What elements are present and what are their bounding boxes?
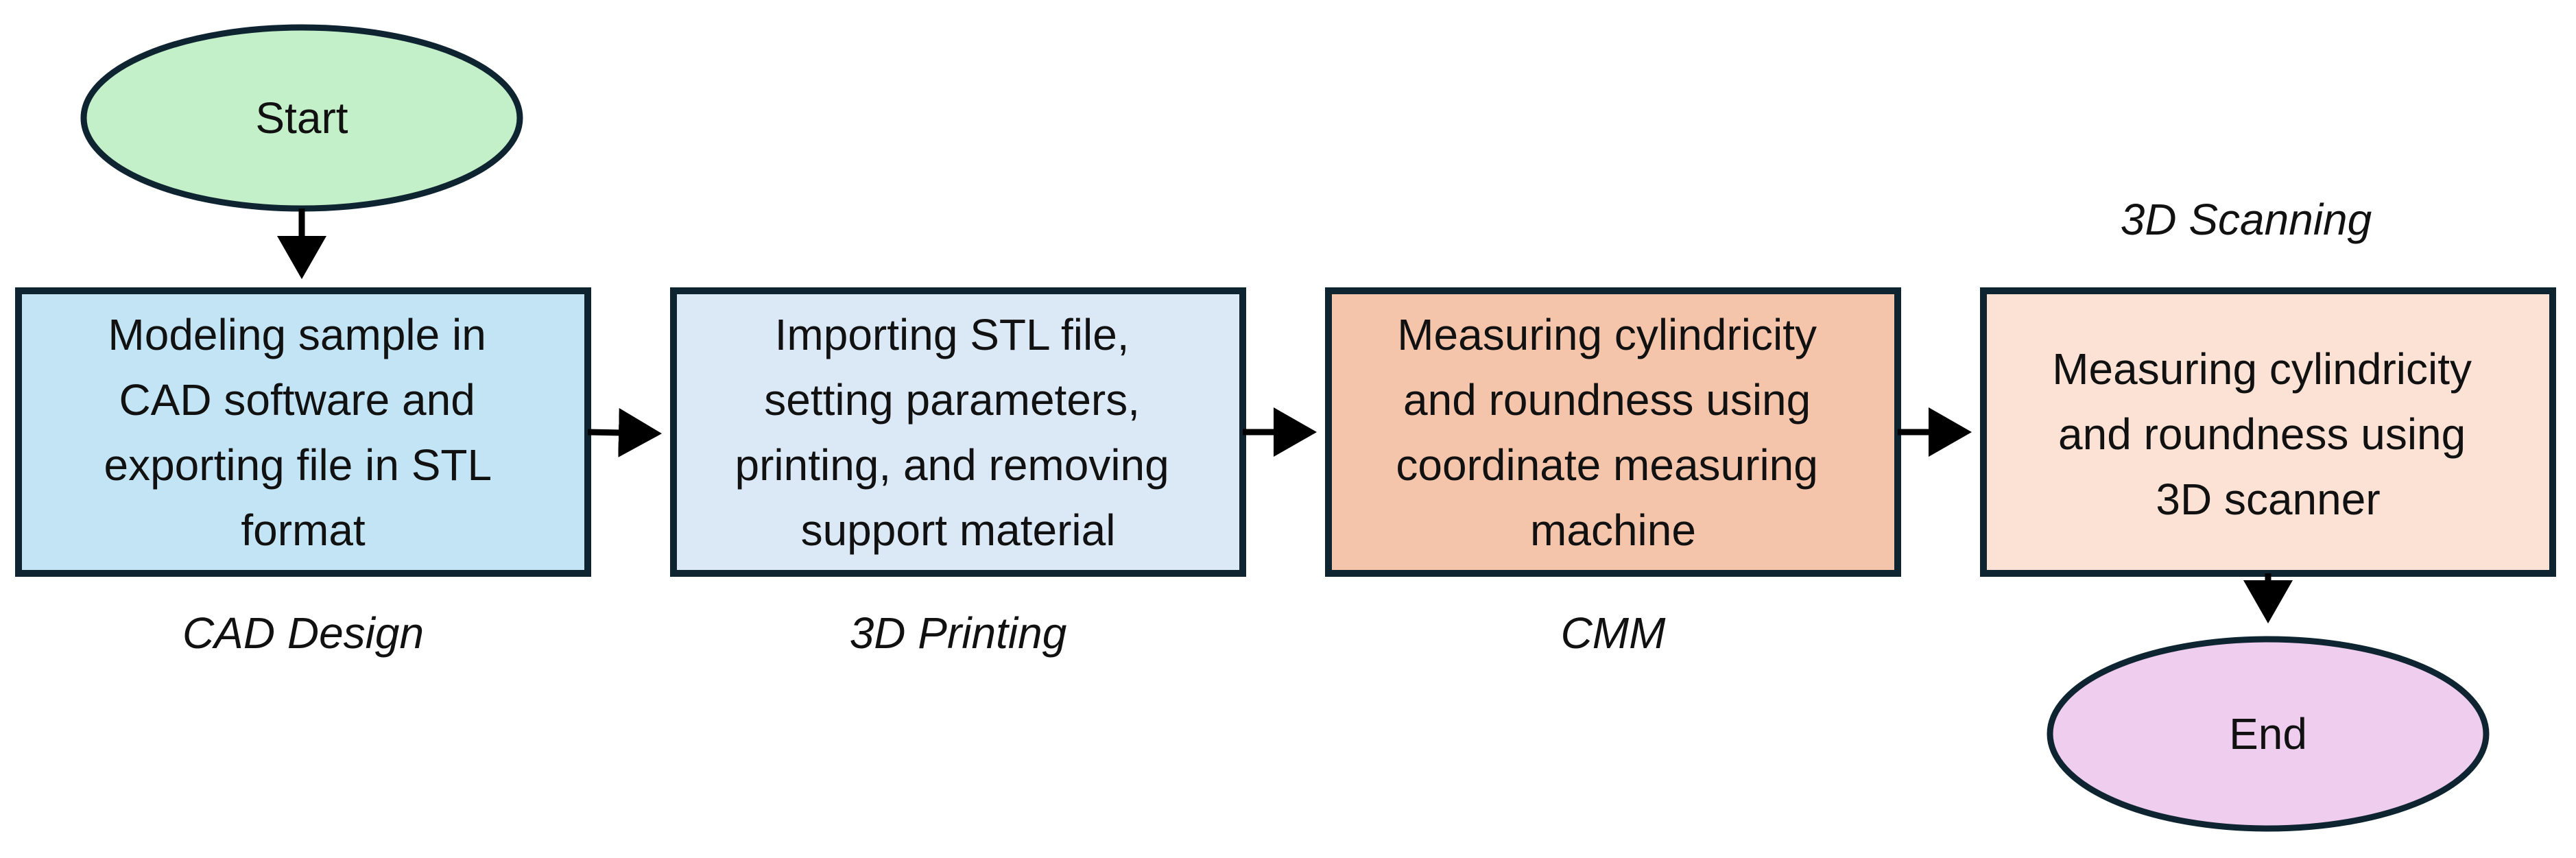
3d-scanning-text: Measuring cylindricity and roundness usi…: [2052, 344, 2484, 524]
cad-design-line-4: format: [241, 505, 366, 555]
cad-design-line-2: CAD software and: [119, 375, 475, 425]
start-label: Start: [255, 93, 348, 143]
cmm-line-2: and roundness using: [1403, 375, 1811, 425]
3d-scanning-line-2: and roundness using: [2058, 409, 2466, 459]
3d-printing-line-2: setting parameters,: [764, 375, 1140, 425]
cad-design-line-3: exporting file in STL: [104, 440, 490, 490]
cad-design-line-1: Modeling sample in: [108, 310, 486, 359]
3d-printing-box: Importing STL file, setting parameters, …: [670, 287, 1246, 577]
3d-scanning-box: Measuring cylindricity and roundness usi…: [1980, 287, 2556, 577]
3d-printing-line-4: support material: [801, 505, 1116, 555]
cad-design-caption: CAD Design: [182, 608, 424, 658]
3d-printing-line-1: Importing STL file,: [775, 310, 1130, 359]
end-label: End: [2229, 709, 2307, 759]
3d-printing-text: Importing STL file, setting parameters, …: [735, 310, 1181, 555]
cmm-box: Measuring cylindricity and roundness usi…: [1325, 287, 1901, 577]
3d-scanning-caption: 3D Scanning: [2121, 195, 2372, 244]
3d-scanning-rect: [1980, 287, 2556, 577]
3d-printing-rect: [670, 287, 1246, 577]
end-ellipse: [2047, 636, 2490, 832]
cmm-text: Measuring cylindricity and roundness usi…: [1396, 310, 1830, 555]
end-node: End: [2047, 636, 2490, 832]
cmm-caption: CMM: [1561, 608, 1667, 658]
3d-scanning-line-3: 3D scanner: [2156, 475, 2380, 524]
cmm-line-3: coordinate measuring: [1396, 440, 1817, 490]
cmm-line-4: machine: [1530, 505, 1696, 555]
start-node: Start: [80, 24, 523, 212]
cad-design-text: Modeling sample in CAD software and expo…: [104, 310, 502, 555]
3d-printing-line-3: printing, and removing: [735, 440, 1169, 490]
cad-design-box: Modeling sample in CAD software and expo…: [15, 287, 591, 577]
cad-design-rect: [15, 287, 591, 577]
cmm-line-1: Measuring cylindricity: [1397, 310, 1817, 359]
cmm-rect: [1325, 287, 1901, 577]
3d-scanning-line-1: Measuring cylindricity: [2052, 344, 2472, 394]
arrow-cad-to-printing: [587, 407, 662, 457]
3d-printing-caption: 3D Printing: [850, 608, 1067, 658]
